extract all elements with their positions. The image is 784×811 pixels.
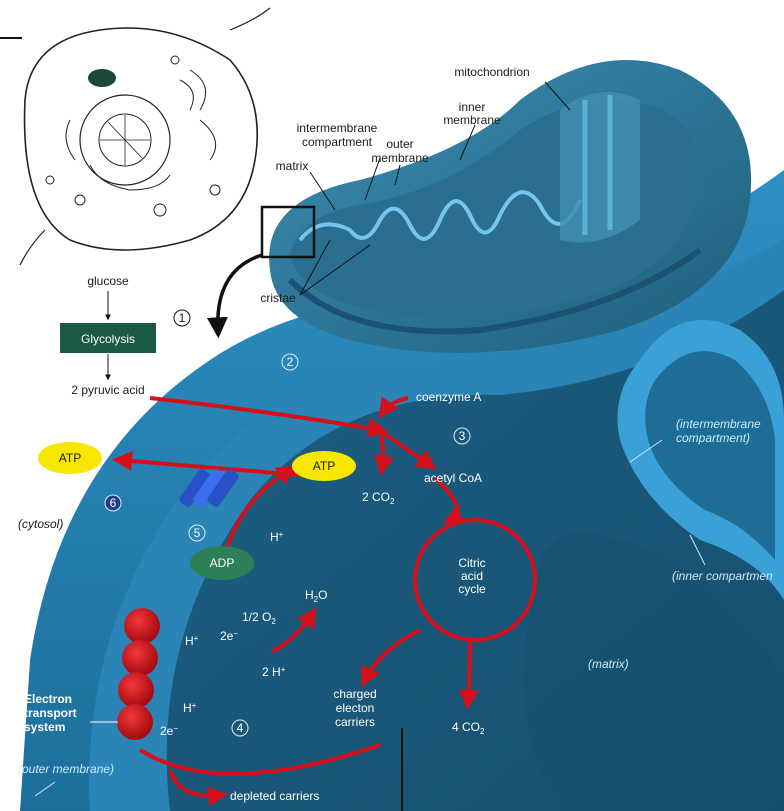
step-6: 6	[105, 495, 121, 511]
citric-label-1: Citric	[458, 556, 485, 570]
mitochondrion-label: mitochondrion	[454, 65, 529, 79]
charged-label-3: carriers	[335, 715, 375, 729]
matrix-italic-label: (matrix)	[588, 657, 629, 671]
intermembrane-compartment-label-1: (intermembrane	[676, 417, 761, 431]
glycolysis-label: Glycolysis	[81, 332, 135, 346]
matrix-label: matrix	[276, 159, 309, 173]
depleted-label: depleted carriers	[230, 789, 319, 803]
inner-membrane-label-1: inner	[459, 100, 486, 114]
ets-label-2: transport	[24, 706, 77, 720]
svg-text:6: 6	[110, 496, 117, 510]
cytosol-label: (cytosol)	[18, 517, 63, 531]
charged-label-1: charged	[333, 687, 376, 701]
intermembrane-label-2: compartment	[302, 135, 373, 149]
outer-membrane-label-2: membrane	[371, 151, 429, 165]
step-1: 1	[174, 310, 190, 326]
atp-right-label: ATP	[313, 459, 335, 473]
glucose-label: glucose	[87, 274, 129, 288]
intermembrane-compartment-label-2: compartment)	[676, 431, 750, 445]
svg-text:1: 1	[179, 311, 186, 325]
outer-membrane-italic-label: (outer membrane)	[18, 762, 114, 776]
svg-text:4: 4	[237, 721, 244, 735]
svg-text:2: 2	[287, 355, 294, 369]
cristae-label: cristae	[260, 291, 296, 305]
cell-illustration	[20, 8, 270, 265]
pyruvic-label: 2 pyruvic acid	[71, 383, 144, 397]
svg-text:3: 3	[459, 429, 466, 443]
half-o2-label: 1/2 O2	[242, 610, 276, 626]
zoom-arrow	[218, 255, 262, 330]
ets-label-3: system	[24, 720, 65, 734]
coenzyme-a-label: coenzyme A	[416, 390, 481, 404]
ets-label-1: Electron	[24, 692, 72, 706]
intermembrane-label-1: intermembrane	[297, 121, 378, 135]
svg-text:5: 5	[194, 526, 201, 540]
acetyl-coa-label: acetyl CoA	[424, 471, 482, 485]
charged-label-2: electon	[336, 701, 375, 715]
inner-membrane-label-2: membrane	[443, 113, 501, 127]
outer-membrane-label-1: outer	[386, 137, 413, 151]
citric-label-3: cycle	[458, 582, 486, 596]
citric-label-2: acid	[461, 569, 483, 583]
atp-left-label: ATP	[59, 451, 81, 465]
adp-label: ADP	[210, 556, 235, 570]
inner-compartment-label: (inner compartmen	[672, 569, 773, 583]
